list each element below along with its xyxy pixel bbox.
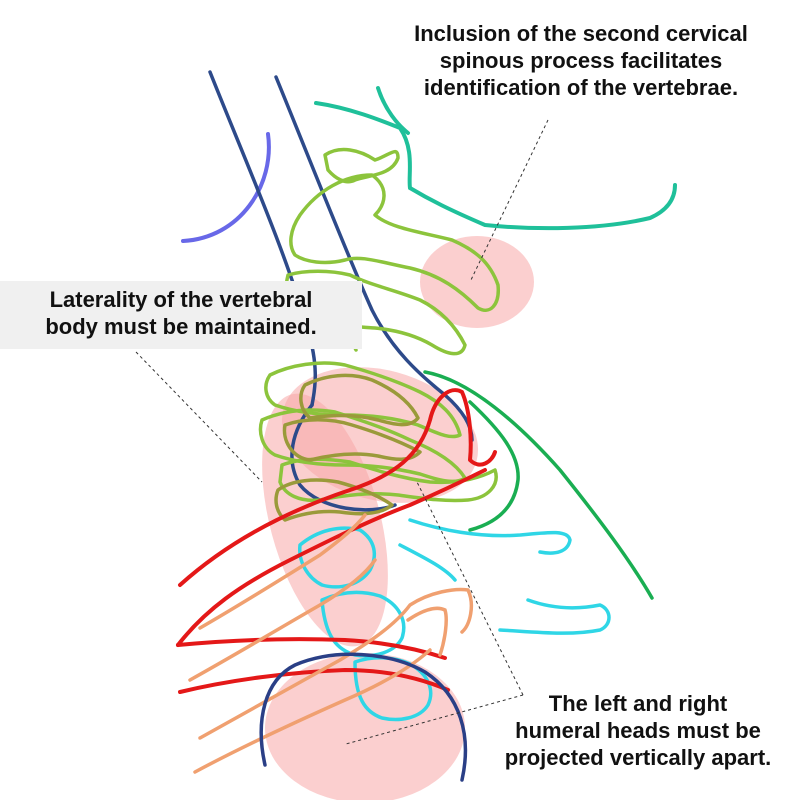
highlight-humeral-region [265,653,465,800]
vertebra-c4 [264,361,462,439]
mandible-ramus [376,86,410,135]
mandible-outline [314,101,677,231]
humeral-head-outline [259,652,468,782]
ear-outline [181,132,271,243]
clavicles [176,388,497,694]
annotation-humeral-heads: The left and right humeral heads must be… [476,690,800,771]
annotation-c2-line-3: identification of the vertebrae. [423,75,739,100]
highlight-regions [262,236,534,800]
leader-humeral [416,481,524,696]
clavicle-middle [176,468,487,647]
annotation-laterality: Laterality of the vertebral body must be… [0,281,362,349]
leader-lines [135,119,549,745]
annotation-c2-spinous: Inclusion of the second cervical spinous… [378,20,784,101]
annotation-humeral-line-2: humeral heads must be [515,718,761,743]
leader-humeral-lower [345,694,524,745]
annotation-laterality-line-2: body must be maintained. [45,314,317,339]
annotation-humeral-line-3: projected vertically apart. [504,745,772,770]
clavicle-upper [178,388,497,587]
clavicle-lower-b [178,668,450,694]
leader-laterality [135,351,263,483]
scapula-outline [423,370,654,600]
annotation-c2-line-1: Inclusion of the second cervical [414,21,748,46]
annotation-laterality-line-1: Laterality of the vertebral [49,287,313,312]
highlight-c2-spinous [420,236,534,328]
annotation-humeral-line-1: The left and right [548,691,728,716]
ribs [188,513,474,774]
scapula-inner [468,400,520,532]
clavicle-lower-a [176,637,447,660]
vertebra-c2 [289,173,500,312]
annotation-c2-line-2: spinous process facilitates [439,48,723,73]
